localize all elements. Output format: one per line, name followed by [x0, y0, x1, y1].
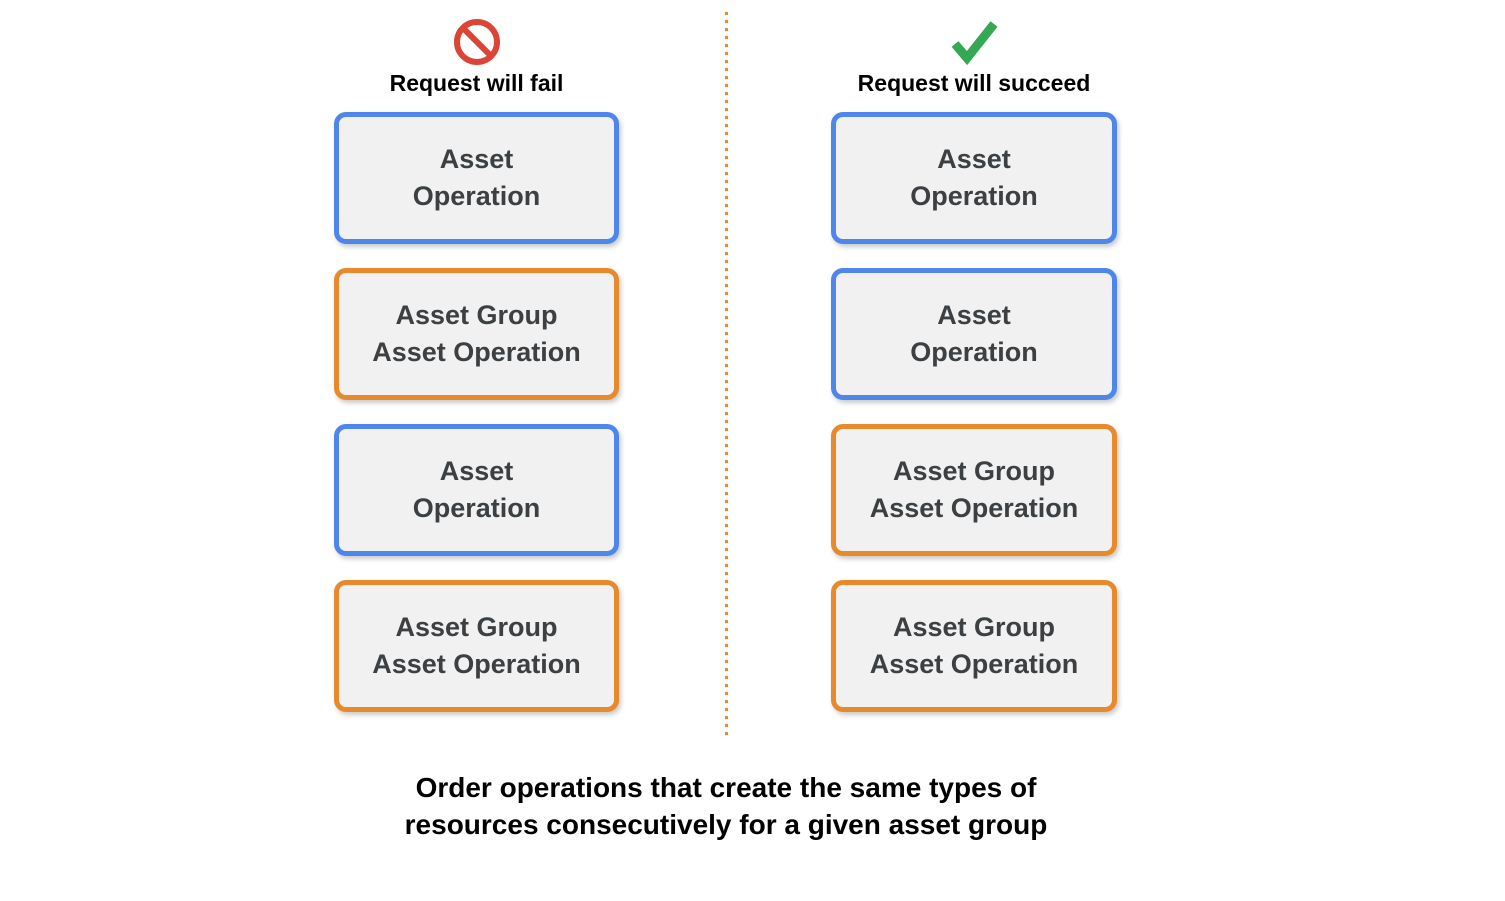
caption-line: Order operations that create the same ty… [415, 772, 1037, 803]
asset-group-asset-operation-box: Asset Group Asset Operation [831, 580, 1117, 712]
diagram-caption: Order operations that create the same ty… [0, 769, 1452, 843]
asset-operation-box: Asset Operation [831, 268, 1117, 400]
box-label-line: Operation [910, 337, 1038, 367]
box-label-line: Asset Group [892, 456, 1056, 486]
box-label-line: Operation [412, 493, 541, 523]
box-label-line: Asset Group [892, 612, 1056, 642]
prohibited-icon [453, 16, 501, 68]
box-label-line: Asset Operation [869, 493, 1079, 523]
asset-operation-box: Asset Operation [334, 424, 619, 556]
succeed-column: Request will succeed Asset Operation Ass… [831, 0, 1117, 712]
asset-operation-box: Asset Operation [831, 112, 1117, 244]
box-label-line: Asset Group [395, 612, 558, 642]
fail-column-title: Request will fail [389, 70, 564, 96]
caption-line: resources consecutively for a given asse… [404, 809, 1048, 840]
box-label-line: Asset [937, 300, 1011, 330]
box-label-line: Asset Operation [372, 337, 581, 367]
asset-group-asset-operation-box: Asset Group Asset Operation [334, 580, 619, 712]
box-label-line: Asset [439, 144, 514, 174]
asset-operation-box: Asset Operation [334, 112, 619, 244]
box-label-line: Operation [412, 181, 541, 211]
check-icon [945, 16, 1003, 68]
box-label-line: Asset [439, 456, 514, 486]
box-label-line: Asset Operation [372, 649, 581, 679]
box-label-line: Asset Group [395, 300, 558, 330]
asset-group-asset-operation-box: Asset Group Asset Operation [334, 268, 619, 400]
box-label-line: Asset Operation [869, 649, 1079, 679]
box-label-line: Asset [937, 144, 1011, 174]
box-label-line: Operation [910, 181, 1038, 211]
fail-box-stack: Asset Operation Asset Group Asset Operat… [334, 112, 619, 712]
asset-group-asset-operation-box: Asset Group Asset Operation [831, 424, 1117, 556]
succeed-column-title: Request will succeed [857, 70, 1091, 96]
dotted-divider-line [725, 12, 728, 738]
succeed-box-stack: Asset Operation Asset Operation Asset Gr… [831, 112, 1117, 712]
fail-column: Request will fail Asset Operation Asset … [334, 0, 619, 712]
